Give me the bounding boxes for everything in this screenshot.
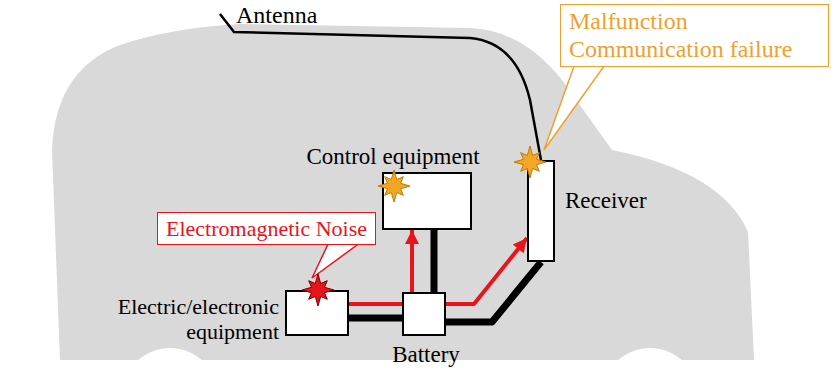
car-body bbox=[52, 24, 754, 360]
callout-pointers bbox=[312, 66, 604, 278]
malfunction-burst bbox=[514, 146, 546, 178]
callout-pointer bbox=[544, 66, 604, 150]
antenna-wire bbox=[220, 14, 541, 160]
receiver-box: Receiver bbox=[527, 160, 555, 262]
equipment-box: Control equipment bbox=[382, 172, 472, 230]
battery-box: Battery bbox=[402, 292, 446, 336]
malfunction-burst bbox=[378, 170, 410, 202]
part-name: Control equipment bbox=[306, 144, 479, 170]
part-label: Antenna bbox=[236, 2, 317, 30]
callout-text: Electromagnetic Noise bbox=[166, 216, 367, 241]
wheel bbox=[122, 348, 218, 387]
noise-burst bbox=[302, 274, 334, 306]
power-wire bbox=[446, 262, 541, 322]
part-name: Electric/electronic equipment bbox=[67, 294, 279, 345]
part-name: Receiver bbox=[565, 188, 647, 214]
callout-pointer bbox=[312, 244, 358, 278]
power-wire bbox=[349, 315, 402, 322]
part-name: Battery bbox=[392, 342, 460, 368]
wheel bbox=[602, 348, 698, 387]
callout-box: Malfunction Communication failure bbox=[560, 4, 829, 67]
equipment-box: Electric/electronic equipment bbox=[285, 290, 349, 336]
callout-text: Malfunction Communication failure bbox=[569, 8, 820, 63]
callout-box: Electromagnetic Noise bbox=[157, 212, 376, 245]
power-wire bbox=[431, 230, 438, 292]
